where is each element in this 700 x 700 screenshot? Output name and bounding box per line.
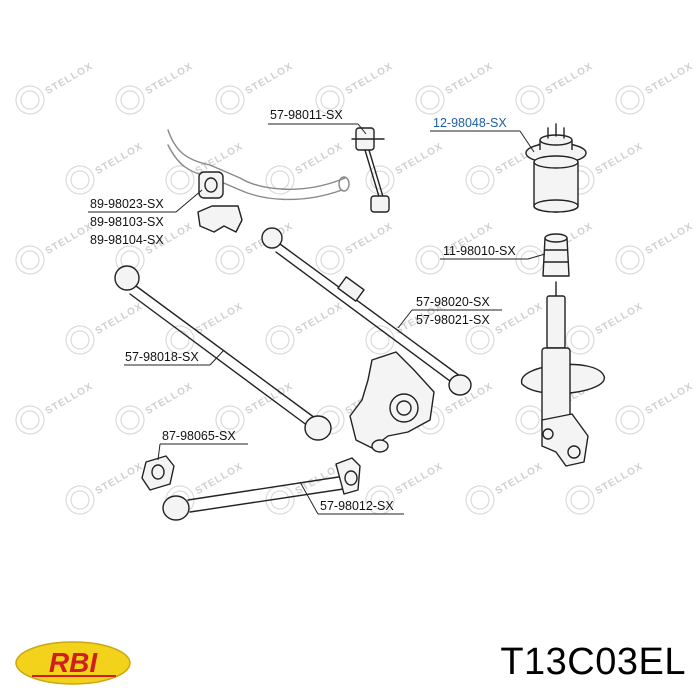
watermark-tile: STELLOX [265, 301, 346, 355]
watermark-text: STELLOX [44, 381, 96, 417]
strut-mount [525, 123, 587, 213]
watermark-text: STELLOX [644, 221, 696, 257]
watermark-text: STELLOX [394, 141, 446, 177]
logo-oval [15, 641, 131, 685]
label-upper-arm-b[interactable]: 57-98021-SX [416, 313, 490, 327]
label-bushing-c[interactable]: 89-98104-SX [90, 233, 164, 247]
watermark-tile: STELLOX [315, 221, 396, 275]
watermark-tile: STELLOX [615, 221, 696, 275]
watermark-text: STELLOX [594, 461, 646, 497]
watermark-layer: STELLOX STELLOX STELLOX STELLOX STELLOX [15, 61, 696, 515]
watermark-text: STELLOX [344, 221, 396, 257]
watermark-tile: STELLOX [65, 141, 146, 195]
watermark-text: STELLOX [344, 61, 396, 97]
label-bushing-b[interactable]: 89-98103-SX [90, 215, 164, 229]
watermark-text: STELLOX [444, 61, 496, 97]
watermark-text: STELLOX [194, 461, 246, 497]
shock-absorber [521, 281, 605, 467]
rbi-logo: RBI [15, 641, 131, 685]
upper-control-arm [261, 227, 472, 396]
watermark-text: STELLOX [244, 61, 296, 97]
watermark-tile: STELLOX [15, 221, 96, 275]
label-lower-long-arm[interactable]: 57-98018-SX [125, 350, 199, 364]
arm-bushing [141, 455, 175, 491]
watermark-text: STELLOX [44, 221, 96, 257]
watermark-text: STELLOX [294, 141, 346, 177]
lower-long-arm [114, 265, 332, 441]
label-bump-stop[interactable]: 11-98010-SX [443, 244, 516, 258]
watermark-tile: STELLOX [15, 61, 96, 115]
stabilizer-link [351, 127, 390, 213]
watermark-tile: STELLOX [115, 61, 196, 115]
watermark-tile: STELLOX [415, 61, 496, 115]
watermark-text: STELLOX [194, 301, 246, 337]
watermark-tile: STELLOX [465, 461, 546, 515]
stabilizer-bushing [197, 171, 243, 233]
watermark-text: STELLOX [144, 381, 196, 417]
label-rear-lower-arm[interactable]: 57-98012-SX [320, 499, 394, 513]
watermark-text: STELLOX [244, 381, 296, 417]
watermark-text: STELLOX [94, 461, 146, 497]
label-arm-bushing[interactable]: 87-98065-SX [162, 429, 236, 443]
watermark-tile: STELLOX [515, 61, 596, 115]
watermark-text: STELLOX [144, 61, 196, 97]
watermark-text: STELLOX [294, 301, 346, 337]
watermark-text: STELLOX [44, 61, 96, 97]
logo-text: RBI [49, 647, 98, 678]
rear-lower-arm [162, 457, 361, 521]
watermark-tile: STELLOX [565, 301, 646, 355]
part-number: T13C03EL [500, 641, 686, 683]
bump-stop [542, 233, 570, 277]
watermark-text: STELLOX [94, 301, 146, 337]
watermark-text: STELLOX [544, 61, 596, 97]
label-bushing-a[interactable]: 89-98023-SX [90, 197, 164, 211]
stabilizer-bar [167, 129, 350, 201]
watermark-text: STELLOX [394, 461, 446, 497]
watermark-tile: STELLOX [615, 61, 696, 115]
label-upper-arm-a[interactable]: 57-98020-SX [416, 295, 490, 309]
watermark-tile: STELLOX [15, 381, 96, 435]
watermark-text: STELLOX [494, 301, 546, 337]
label-strut-mount[interactable]: 12-98048-SX [433, 116, 507, 130]
watermark-tile: STELLOX [615, 381, 696, 435]
watermark-text: STELLOX [644, 61, 696, 97]
leader-lines [88, 123, 546, 515]
watermark-text: STELLOX [94, 141, 146, 177]
label-stabilizer-link[interactable]: 57-98011-SX [270, 108, 343, 122]
watermark-text: STELLOX [494, 461, 546, 497]
watermark-text: STELLOX [594, 141, 646, 177]
steering-knuckle [349, 351, 435, 453]
watermark-tile: STELLOX [65, 461, 146, 515]
watermark-text: STELLOX [594, 301, 646, 337]
watermark-text: STELLOX [644, 381, 696, 417]
